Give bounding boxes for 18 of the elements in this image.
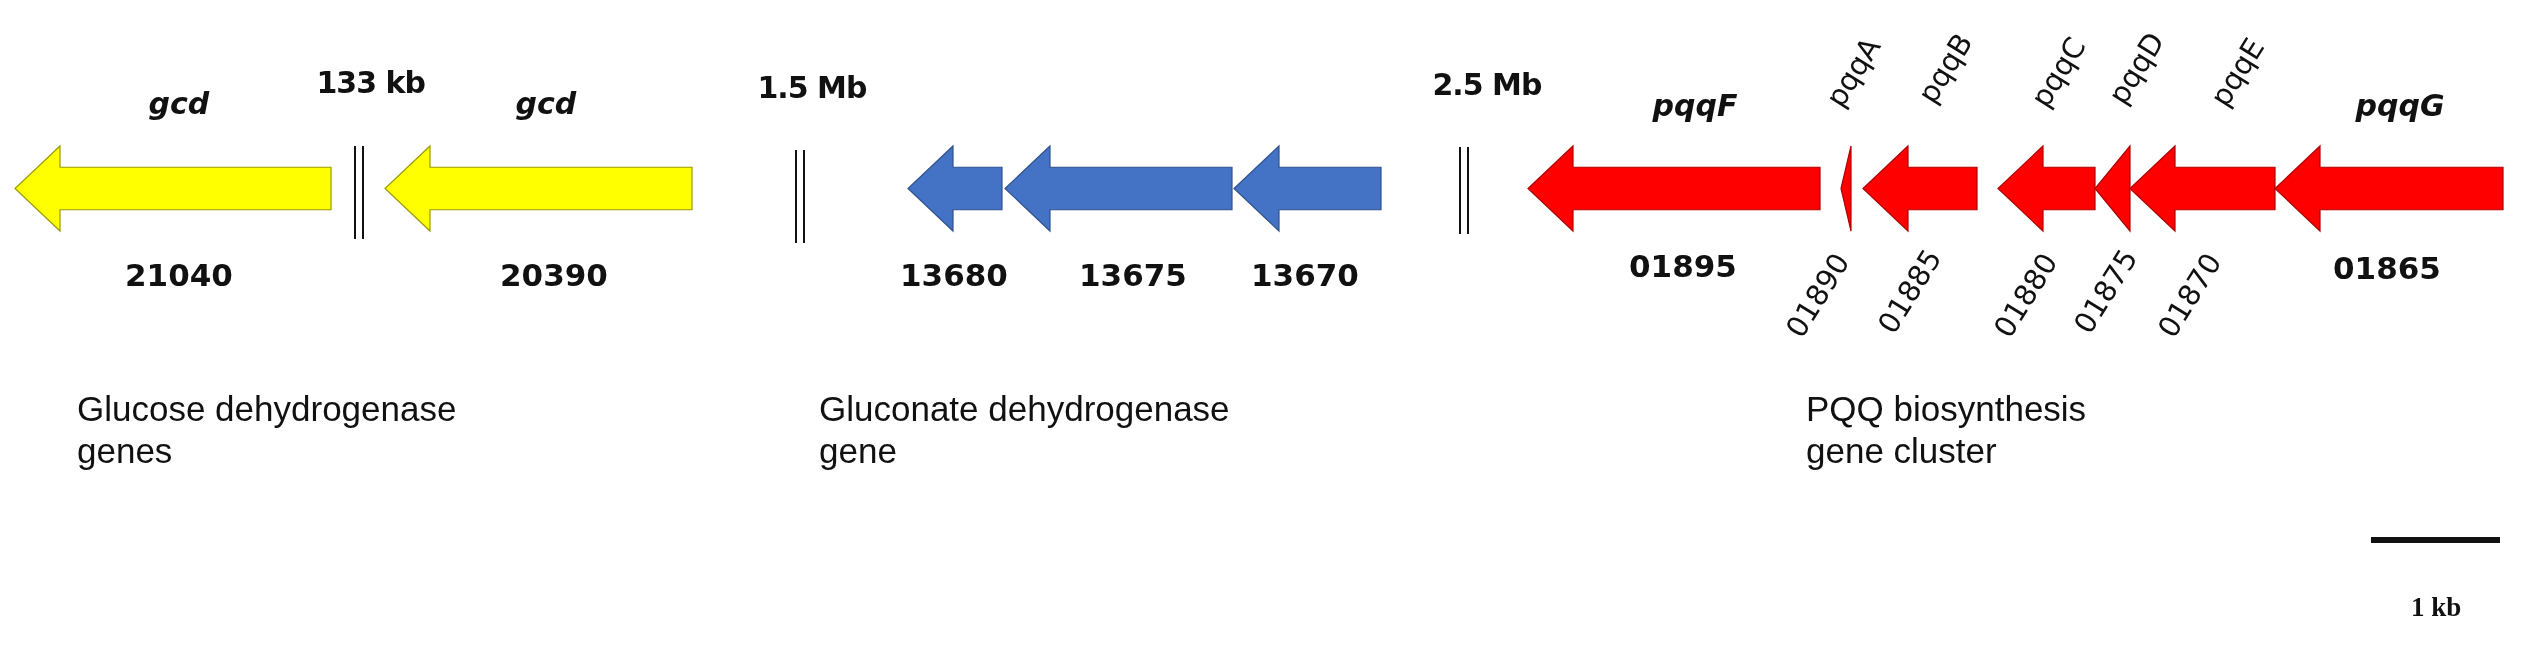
gene-name: gcd [148,89,210,119]
genome-distance-label: 133 kb [316,65,425,101]
gene-name: gcd [515,89,577,119]
group-label: Gluconate dehydrogenase gene [819,388,1231,472]
gene-name: pqqF [1652,91,1738,121]
group-label: Glucose dehydrogenase genes [77,388,458,472]
locus-tag: 13670 [1251,259,1359,291]
gene-name: pqqG [2355,91,2445,121]
locus-tag: 13675 [1079,259,1187,291]
locus-tag: 01895 [1629,250,1737,282]
locus-tag: 21040 [125,259,233,291]
genome-distance-label: 2.5 Mb [1432,67,1542,103]
scale-bar-label: 1 kb [2411,591,2462,624]
group-label: PQQ biosynthesis gene cluster [1806,388,2088,472]
genome-distance-label: 1.5 Mb [757,70,867,106]
locus-tag: 13680 [900,259,1008,291]
locus-tag: 20390 [500,259,608,291]
locus-tag: 01865 [2333,252,2441,284]
